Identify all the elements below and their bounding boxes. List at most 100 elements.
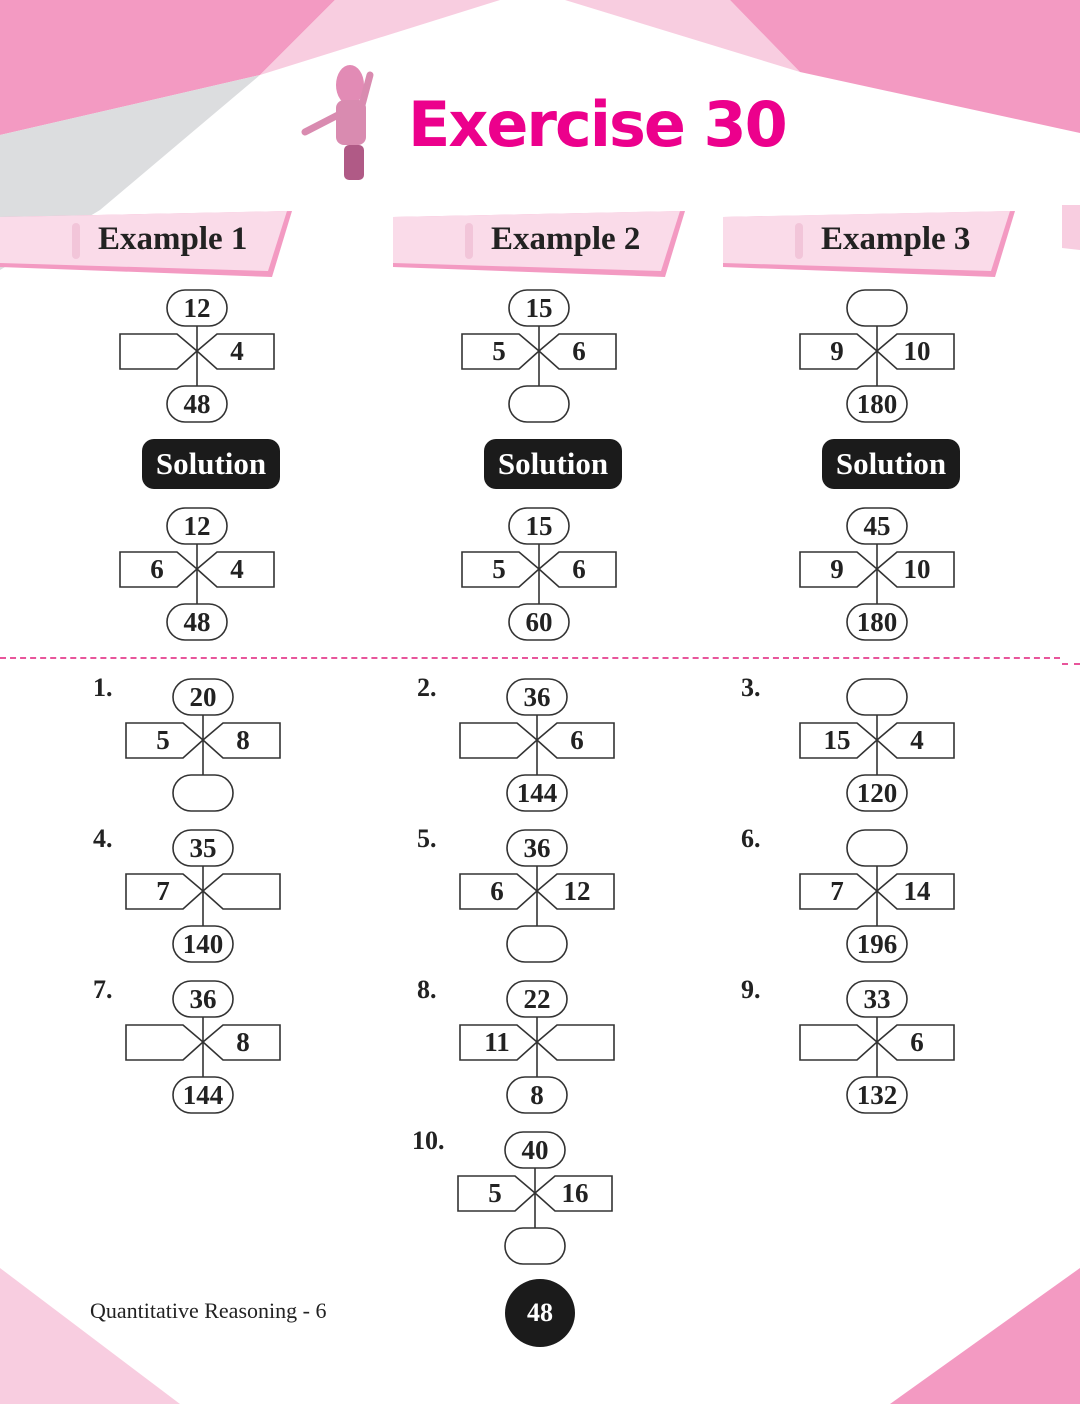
cross-diagram-shape [459, 678, 615, 812]
top-value[interactable]: 45 [863, 511, 891, 541]
example-label: Example 3 [821, 221, 971, 257]
example-1-tab: Example 1 [0, 211, 292, 277]
left-value[interactable]: 5 [156, 725, 170, 755]
left-value[interactable]: 9 [830, 336, 844, 366]
top-value[interactable]: 15 [525, 511, 553, 541]
mascot-illustration [301, 65, 374, 180]
bottom-value[interactable]: 180 [856, 389, 898, 419]
bottom-value[interactable]: 132 [856, 1080, 898, 1110]
exercise-2-diagram: 36 6 144 [457, 678, 617, 812]
bottom-value[interactable]: 48 [183, 607, 211, 637]
cross-diagram-shape [461, 289, 617, 423]
cross-diagram-shape [799, 980, 955, 1114]
top-value[interactable]: 36 [523, 833, 551, 863]
left-value[interactable]: 7 [830, 876, 844, 906]
right-value[interactable]: 10 [903, 336, 931, 366]
left-value[interactable]: 7 [156, 876, 170, 906]
right-value[interactable]: 4 [910, 725, 924, 755]
exercise-9-diagram: 33 6 132 [797, 980, 957, 1114]
bottom-value[interactable]: 60 [525, 607, 553, 637]
section-divider-end [1062, 663, 1080, 665]
left-value[interactable]: 5 [492, 554, 506, 584]
tab-shape [723, 211, 1015, 277]
exercise-7-diagram: 36 8 144 [123, 980, 283, 1114]
exercise-5-diagram: 36 6 12 [457, 829, 617, 963]
cross-diagram-shape [125, 678, 281, 812]
cross-diagram-shape [799, 829, 955, 963]
example-2-solution: 15 5 6 60 [459, 507, 619, 641]
cross-diagram-shape [125, 829, 281, 963]
question-number: 9. [741, 975, 761, 1004]
bottom-value[interactable]: 196 [856, 929, 898, 959]
left-value[interactable]: 5 [488, 1178, 502, 1208]
example-label: Example 1 [98, 221, 248, 257]
right-value[interactable]: 4 [230, 336, 244, 366]
right-value[interactable]: 6 [572, 554, 586, 584]
example-1-question: 12 4 48 [117, 289, 277, 423]
right-value[interactable]: 12 [563, 876, 591, 906]
top-value[interactable]: 33 [863, 984, 891, 1014]
solution-badge: Solution [484, 439, 622, 489]
example-1-solution: 12 6 4 48 [117, 507, 277, 641]
question-number: 6. [741, 824, 761, 853]
bottom-value[interactable]: 120 [856, 778, 898, 808]
right-value[interactable]: 8 [236, 1027, 250, 1057]
left-value[interactable]: 5 [492, 336, 506, 366]
pencil-icon [465, 223, 473, 259]
bottom-value[interactable]: 48 [183, 389, 211, 419]
right-value[interactable]: 6 [572, 336, 586, 366]
cross-diagram-shape [119, 289, 275, 423]
top-value[interactable]: 36 [189, 984, 217, 1014]
cross-diagram-shape [799, 507, 955, 641]
right-value[interactable]: 14 [903, 876, 931, 906]
example-label: Example 2 [491, 221, 641, 257]
top-value[interactable]: 12 [183, 511, 211, 541]
bottom-value[interactable]: 144 [182, 1080, 224, 1110]
exercise-10-diagram: 40 5 16 [455, 1131, 615, 1265]
top-value[interactable]: 35 [189, 833, 217, 863]
bottom-value[interactable]: 140 [182, 929, 224, 959]
top-value[interactable]: 15 [525, 293, 553, 323]
cross-diagram-shape [459, 980, 615, 1114]
right-value[interactable]: 16 [561, 1178, 589, 1208]
question-number: 1. [93, 673, 113, 702]
left-value[interactable]: 6 [490, 876, 504, 906]
bottom-value[interactable]: 144 [516, 778, 558, 808]
right-value[interactable]: 6 [570, 725, 584, 755]
question-number: 5. [417, 824, 437, 853]
cross-diagram-shape [799, 678, 955, 812]
top-value[interactable]: 40 [521, 1135, 549, 1165]
section-divider [0, 657, 1060, 659]
right-value[interactable]: 6 [910, 1027, 924, 1057]
book-title: Quantitative Reasoning - 6 [90, 1298, 327, 1323]
cross-diagram-shape [799, 289, 955, 423]
right-value[interactable]: 8 [236, 725, 250, 755]
top-value[interactable]: 22 [523, 984, 551, 1014]
right-value[interactable]: 4 [230, 554, 244, 584]
top-value[interactable]: 20 [189, 682, 217, 712]
left-value[interactable]: 9 [830, 554, 844, 584]
bottom-value[interactable]: 180 [856, 607, 898, 637]
cross-diagram-shape [459, 829, 615, 963]
question-number: 10. [412, 1126, 445, 1155]
top-value[interactable]: 12 [183, 293, 211, 323]
example-3-tab: Example 3 [723, 211, 1015, 277]
exercise-3-diagram: 15 4 120 [797, 678, 957, 812]
question-number: 3. [741, 673, 761, 702]
left-value[interactable]: 11 [484, 1027, 510, 1057]
question-number: 8. [417, 975, 437, 1004]
left-value[interactable]: 6 [150, 554, 164, 584]
question-number: 4. [93, 824, 113, 853]
cross-diagram-shape [119, 507, 275, 641]
right-value[interactable]: 10 [903, 554, 931, 584]
tab-shape [0, 211, 292, 277]
left-value[interactable]: 15 [823, 725, 851, 755]
example-2-tab: Example 2 [393, 211, 685, 277]
top-value[interactable]: 36 [523, 682, 551, 712]
bottom-value[interactable]: 8 [530, 1080, 544, 1110]
